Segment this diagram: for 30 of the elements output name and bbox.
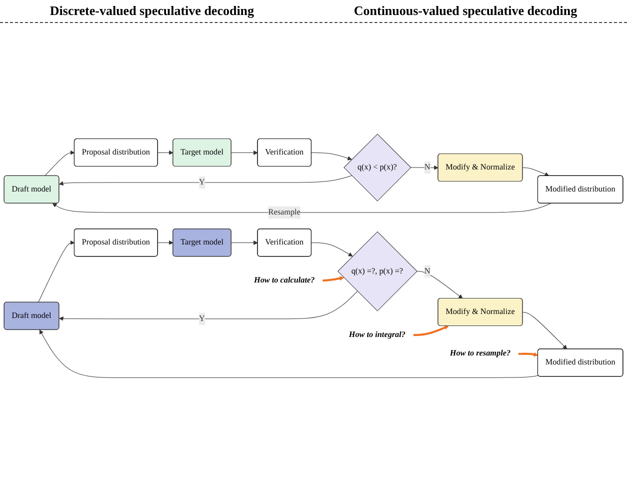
arrow: [38, 240, 75, 302]
edge-label: Resample: [268, 208, 300, 216]
edge-label: Y: [199, 314, 205, 323]
arrow: [522, 167, 550, 176]
arrow: [158, 150, 174, 155]
arrow: [59, 290, 358, 321]
node-diamond: q(x) < p(x)?: [344, 133, 412, 202]
arrow: [52, 202, 552, 212]
section-heading: Continuous-valued speculative decoding: [354, 3, 578, 19]
node-text: How to integral?: [348, 330, 406, 339]
arrow: [44, 150, 75, 176]
arrow: [416, 270, 463, 298]
arrow: [158, 240, 174, 245]
node-text: How to resample?: [450, 348, 511, 358]
edge-label: N: [424, 266, 430, 276]
arrow: [413, 325, 449, 336]
arrow: [231, 150, 258, 155]
arrow: [522, 312, 568, 349]
section-heading: Discrete-valued speculative decoding: [50, 3, 254, 19]
arrow: [59, 175, 352, 186]
arrow: [39, 329, 539, 378]
node-diamond: q(x) =?, p(x) =?: [337, 230, 418, 311]
arrow: [231, 240, 258, 245]
arrow: [311, 242, 353, 256]
arrow: [311, 152, 352, 160]
arrow: [518, 352, 538, 356]
edge-label: Y: [199, 178, 205, 186]
arrow: [322, 276, 344, 282]
edge-label: N: [424, 162, 430, 172]
node-text: How to calculate?: [254, 275, 315, 284]
